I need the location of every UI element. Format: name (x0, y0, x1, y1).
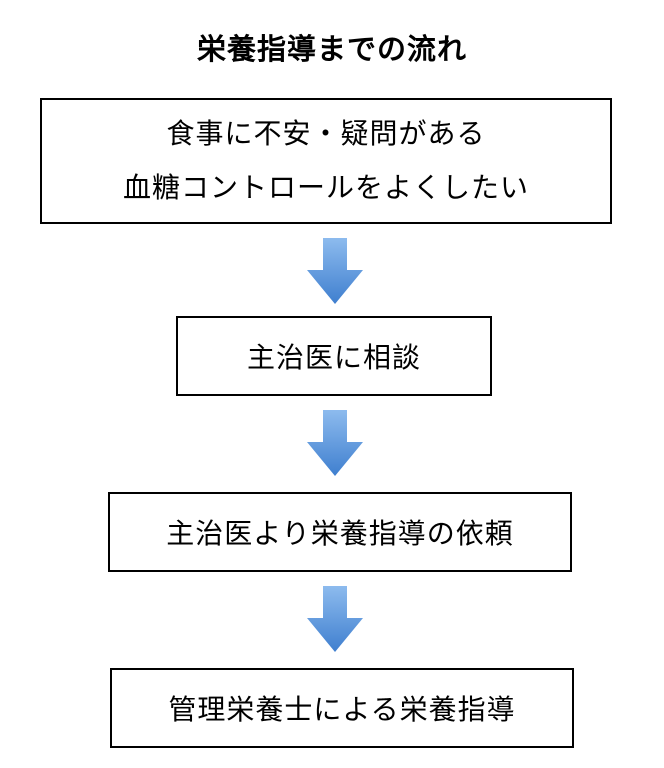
step-2-box: 主治医に相談 (176, 316, 492, 396)
arrow-down-icon (307, 410, 363, 476)
step-4-box: 管理栄養士による栄養指導 (110, 668, 574, 748)
diagram-title: 栄養指導までの流れ (196, 32, 467, 66)
arrow-down-icon (307, 238, 363, 304)
step-1-line-2: 血糖コントロールをよくしたい (122, 171, 529, 204)
step-3-box: 主治医より栄養指導の依頼 (108, 492, 572, 572)
step-4-line-1: 管理栄養士による栄養指導 (168, 693, 516, 726)
step-1-box: 食事に不安・疑問がある 血糖コントロールをよくしたい (40, 98, 612, 224)
step-2-line-1: 主治医に相談 (246, 341, 421, 374)
arrow-down-icon (307, 586, 363, 652)
step-3-line-1: 主治医より栄養指導の依頼 (166, 517, 514, 550)
step-1-line-1: 食事に不安・疑問がある (166, 117, 486, 150)
